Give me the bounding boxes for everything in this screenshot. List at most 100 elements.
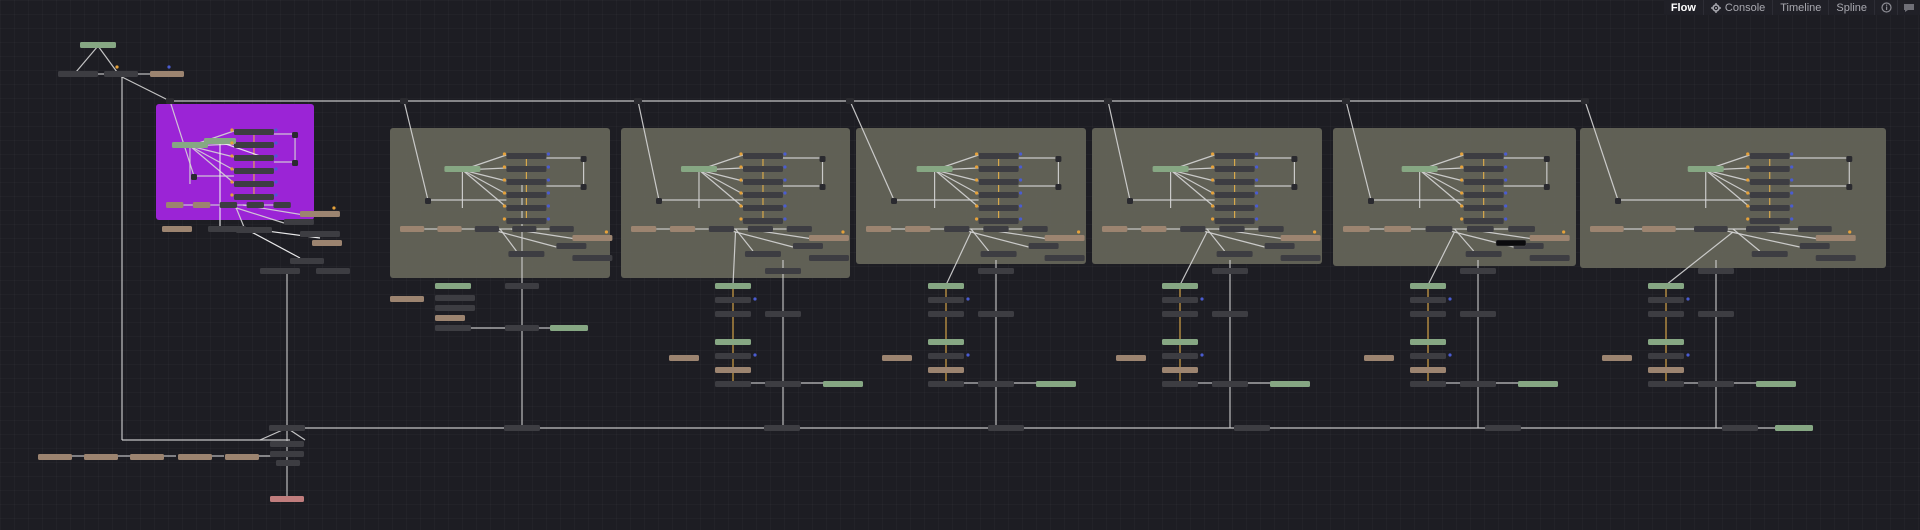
node-tile-gray[interactable] [1460, 381, 1496, 387]
node-tile-green[interactable] [80, 42, 116, 48]
node-tile-gray[interactable] [978, 179, 1019, 185]
node-tile-gray[interactable] [1463, 179, 1504, 185]
node-tile-green[interactable] [435, 283, 471, 289]
node-tile-gray[interactable] [1162, 297, 1198, 303]
node-tile-gray[interactable] [1216, 251, 1253, 257]
node-tile-gray[interactable] [1465, 251, 1502, 257]
node-tile-green[interactable] [1401, 166, 1438, 172]
node-tile-dark[interactable] [292, 132, 299, 138]
node-tile-gray[interactable] [1463, 166, 1504, 172]
node-tile-dark[interactable] [580, 156, 587, 162]
node-tile-green[interactable] [1687, 166, 1724, 172]
node-tile-gray[interactable] [505, 325, 539, 331]
node-tile-green[interactable] [1270, 381, 1310, 387]
node-tile-dark[interactable] [1543, 184, 1550, 190]
node-tile-black[interactable] [1495, 239, 1527, 247]
node-tile-green[interactable] [715, 339, 751, 345]
node-tile-gray[interactable] [299, 231, 340, 237]
node-tile-dark[interactable] [400, 98, 408, 104]
node-tile-gray[interactable] [506, 205, 547, 211]
node-tile-tan[interactable] [882, 355, 912, 361]
node-tile-gray[interactable] [233, 181, 274, 187]
node-tile-dark[interactable] [819, 156, 826, 162]
node-tile-tan[interactable] [669, 355, 699, 361]
node-tile-dark[interactable] [1846, 156, 1853, 162]
underlay-group-3[interactable] [621, 128, 850, 278]
node-tile-dark[interactable] [1291, 156, 1298, 162]
node-tile-gray[interactable] [504, 425, 540, 431]
node-tile-tan[interactable] [669, 226, 696, 232]
node-tile-gray[interactable] [764, 425, 800, 431]
node-tile-gray[interactable] [1212, 381, 1248, 387]
node-tile-gray[interactable] [1460, 311, 1496, 317]
node-tile-tan[interactable] [1815, 235, 1856, 241]
node-tile-gray[interactable] [1214, 192, 1255, 198]
node-tile-gray[interactable] [808, 255, 849, 261]
node-tile-gray[interactable] [978, 311, 1014, 317]
node-tile-gray[interactable] [273, 202, 291, 208]
node-tile-gray[interactable] [1815, 255, 1856, 261]
node-tile-gray[interactable] [765, 268, 801, 274]
node-tile-dark[interactable] [846, 98, 854, 104]
node-tile-tan[interactable] [928, 367, 964, 373]
node-tile-gray[interactable] [715, 381, 751, 387]
chat-icon[interactable] [1897, 0, 1920, 15]
node-tile-gray[interactable] [1749, 153, 1790, 159]
underlay-group-7[interactable] [1580, 128, 1886, 268]
node-tile-tan[interactable] [1529, 235, 1570, 241]
node-tile-dark[interactable] [656, 198, 662, 204]
node-tile-tan[interactable] [192, 202, 211, 208]
node-tile-gray[interactable] [1234, 425, 1270, 431]
node-tile-gray[interactable] [944, 226, 970, 232]
node-tile-gray[interactable] [747, 226, 773, 232]
node-tile-gray[interactable] [435, 305, 475, 311]
node-tile-green[interactable] [1518, 381, 1558, 387]
node-tile-tan[interactable] [866, 226, 892, 232]
node-tile-gray[interactable] [983, 226, 1009, 232]
node-tile-gray[interactable] [1694, 226, 1728, 232]
node-tile-dark[interactable] [891, 198, 897, 204]
node-tile-dark[interactable] [1104, 98, 1112, 104]
node-tile-gray[interactable] [316, 268, 350, 274]
node-tile-green[interactable] [1410, 339, 1446, 345]
node-tile-gray[interactable] [978, 166, 1019, 172]
node-tile-gray[interactable] [978, 381, 1014, 387]
node-tile-gray[interactable] [980, 251, 1017, 257]
node-tile-gray[interactable] [1508, 226, 1535, 232]
node-tile-gray[interactable] [435, 325, 471, 331]
node-tile-gray[interactable] [1648, 297, 1684, 303]
node-tile-tan[interactable] [1280, 235, 1321, 241]
node-tile-gray[interactable] [1214, 205, 1255, 211]
node-tile-gray[interactable] [1799, 243, 1830, 249]
node-tile-gray[interactable] [233, 194, 274, 200]
node-tile-tan[interactable] [631, 226, 657, 232]
node-tile-gray[interactable] [506, 166, 547, 172]
node-tile-gray[interactable] [1749, 218, 1790, 224]
node-tile-dark[interactable] [1846, 184, 1853, 190]
node-tile-gray[interactable] [512, 226, 537, 232]
node-tile-gray[interactable] [742, 166, 783, 172]
node-tile-gray[interactable] [1722, 425, 1758, 431]
node-tile-gray[interactable] [978, 218, 1019, 224]
node-tile-gray[interactable] [928, 353, 964, 359]
node-tile-gray[interactable] [742, 179, 783, 185]
node-tile-gray[interactable] [1264, 243, 1295, 249]
node-tile-gray[interactable] [1212, 268, 1248, 274]
node-tile-tan[interactable] [84, 454, 118, 460]
node-tile-green[interactable] [444, 166, 481, 172]
node-tile-tan[interactable] [166, 202, 184, 208]
node-tile-gray[interactable] [1022, 226, 1048, 232]
node-tile-gray[interactable] [506, 179, 547, 185]
node-tile-green[interactable] [1648, 283, 1684, 289]
node-tile-gray[interactable] [708, 226, 735, 232]
node-tile-gray[interactable] [1410, 353, 1446, 359]
node-tile-tan[interactable] [1044, 235, 1085, 241]
node-tile-tan[interactable] [312, 240, 342, 246]
node-tile-gray[interactable] [1214, 166, 1255, 172]
node-tile-gray[interactable] [1219, 226, 1245, 232]
node-tile-gray[interactable] [506, 153, 547, 159]
node-tile-gray[interactable] [270, 441, 304, 447]
node-tile-gray[interactable] [1749, 205, 1790, 211]
node-tile-dark[interactable] [1615, 198, 1621, 204]
node-tile-green[interactable] [204, 138, 236, 144]
